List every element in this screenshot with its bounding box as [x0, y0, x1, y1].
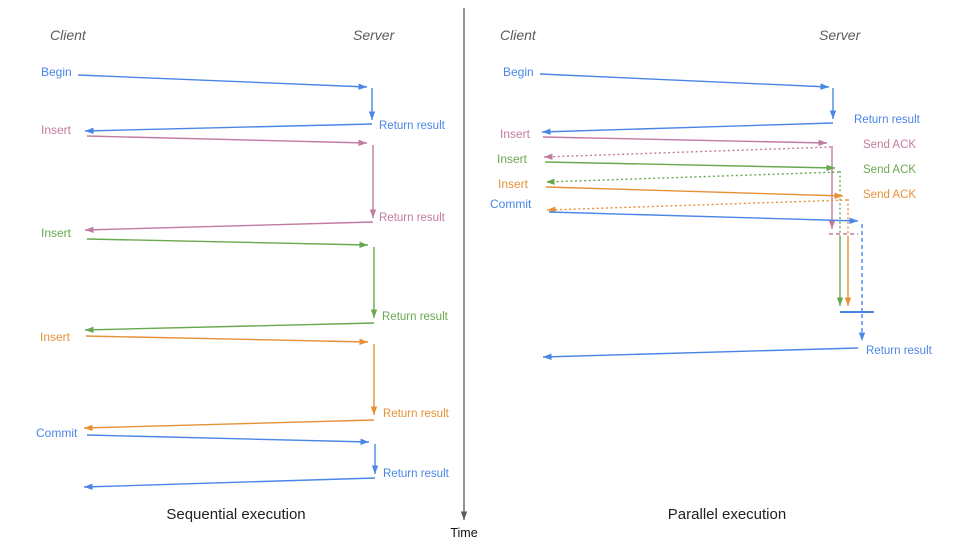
sequential-insert3-request-arrowhead-icon: [359, 338, 368, 346]
sequential-server-header: Server: [353, 27, 396, 43]
sequential-commit-request-line: [86, 434, 370, 443]
parallel-insert1-label: Insert: [500, 127, 531, 141]
parallel-begin-request-line: [539, 73, 830, 88]
sequential-begin-request-line: [77, 74, 368, 88]
sequential-insert2-processing-arrowhead-icon: [370, 309, 378, 318]
parallel-commit-label: Commit: [490, 197, 532, 211]
sequential-insert1-label: Insert: [41, 123, 72, 137]
parallel-insert2-processing-arrowhead-icon: [836, 297, 844, 306]
time-axis-label: Time: [450, 526, 477, 540]
parallel-commit-request-arrowhead-icon: [849, 217, 858, 224]
parallel-begin-request-arrowhead-icon: [820, 83, 829, 90]
sequential-return3-label: Return result: [382, 311, 449, 323]
sequential-insert3-return-arrowhead-icon: [84, 424, 93, 431]
parallel-ack3-label: Send ACK: [863, 189, 916, 201]
parallel-insert3-label: Insert: [498, 177, 529, 191]
parallel-insert1-request-line: [542, 136, 828, 144]
sequential-insert1-request-line: [86, 135, 368, 144]
parallel-ack2-label: Send ACK: [863, 164, 916, 176]
sequential-caption: Sequential execution: [166, 506, 305, 523]
sequential-insert3-processing-arrowhead-icon: [370, 406, 378, 415]
parallel-insert2-ack-line: [545, 171, 840, 183]
sequential-insert2-return-arrowhead-icon: [85, 326, 94, 333]
parallel-insert2-request-arrowhead-icon: [826, 164, 835, 172]
parallel-insert2-request-line: [544, 161, 836, 169]
sequential-insert2-return-line: [84, 322, 375, 331]
sequential-insert2-request-line: [86, 238, 369, 246]
parallel-insert3-request-arrowhead-icon: [834, 192, 843, 199]
parallel-commit-return-arrowhead-icon: [543, 353, 552, 360]
parallel-insert1-ack-arrowhead-icon: [544, 153, 553, 160]
sequential-insert3-label: Insert: [40, 330, 71, 344]
parallel-insert1-ack-line: [543, 146, 832, 158]
parallel-begin-return-line: [541, 122, 834, 133]
parallel-begin-return-arrowhead-icon: [542, 128, 551, 135]
sequential-insert2-label: Insert: [41, 226, 72, 240]
parallel-insert2-label: Insert: [497, 152, 528, 166]
parallel-client-header: Client: [500, 27, 537, 43]
parallel-insert3-processing-arrowhead-icon: [844, 297, 852, 306]
sequential-insert2-request-arrowhead-icon: [359, 241, 368, 249]
sequential-insert3-request-line: [85, 335, 369, 343]
sequential-insert1-processing-arrowhead-icon: [369, 209, 377, 218]
sequential-begin-return-line: [84, 123, 373, 132]
sequential-begin-return-arrowhead-icon: [85, 127, 94, 134]
parallel-return1-label: Return result: [854, 114, 921, 126]
parallel-caption: Parallel execution: [668, 506, 786, 523]
parallel-return2-label: Return result: [866, 345, 933, 357]
sequential-commit-label: Commit: [36, 426, 78, 440]
parallel-server-header: Server: [819, 27, 862, 43]
sequential-begin-request-arrowhead-icon: [358, 83, 367, 90]
sequential-client-header: Client: [50, 27, 87, 43]
parallel-insert1-processing-arrowhead-icon: [828, 220, 836, 229]
parallel-commit-processing-arrowhead-icon: [858, 332, 866, 341]
sequential-begin-label: Begin: [41, 65, 72, 79]
sequential-commit-return-line: [83, 477, 376, 488]
parallel-insert3-ack-arrowhead-icon: [547, 206, 556, 213]
sequential-insert1-return-arrowhead-icon: [85, 226, 94, 233]
parallel-insert2-ack-arrowhead-icon: [546, 178, 555, 185]
parallel-insert3-request-line: [545, 186, 844, 197]
sequential-commit-processing-arrowhead-icon: [371, 465, 379, 474]
sequential-commit-return-arrowhead-icon: [84, 483, 93, 490]
parallel-insert3-ack-line: [546, 199, 848, 211]
sequential-commit-request-arrowhead-icon: [360, 438, 369, 445]
sequential-insert1-return-line: [84, 221, 374, 231]
sequential-insert3-return-line: [83, 419, 375, 429]
sequential-return2-label: Return result: [379, 212, 446, 224]
parallel-commit-return-line: [542, 347, 859, 358]
time-axis-arrowhead-icon: [460, 511, 468, 520]
sequential-return4-label: Return result: [383, 408, 450, 420]
parallel-begin-label: Begin: [503, 65, 534, 79]
parallel-commit-request-line: [548, 211, 859, 222]
parallel-begin-processing-arrowhead-icon: [829, 110, 837, 119]
sequential-return1-label: Return result: [379, 120, 446, 132]
sequential-insert1-request-arrowhead-icon: [358, 139, 367, 146]
parallel-insert1-request-arrowhead-icon: [818, 139, 827, 147]
sequential-return5-label: Return result: [383, 468, 450, 480]
parallel-ack1-label: Send ACK: [863, 139, 916, 151]
sequential-begin-processing-arrowhead-icon: [368, 111, 376, 120]
